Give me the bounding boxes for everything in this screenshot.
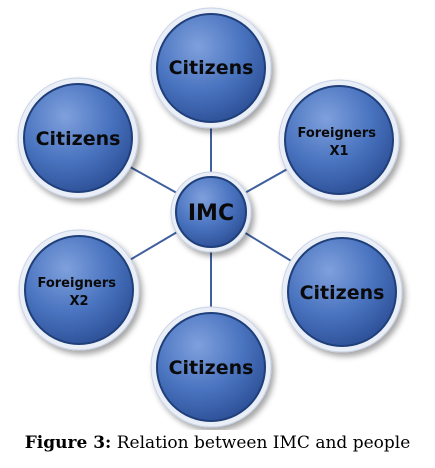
svg-text:Citizens: Citizens	[36, 128, 121, 150]
node-citizens-lower-right: Citizens	[281, 231, 403, 353]
node-foreigners-x1: Foreigners X1	[278, 79, 400, 201]
imc-relation-diagram: Citizens Foreigners X1 Citizens Citizens…	[17, 7, 403, 428]
node-label: Citizens	[300, 282, 385, 304]
caption-label: Figure 3:	[24, 433, 112, 453]
node-label: Foreigners	[297, 126, 376, 141]
svg-text:Citizens: Citizens	[169, 357, 254, 379]
caption-text: Relation between IMC and people	[111, 433, 411, 453]
node-foreigners-x2: Foreigners X2	[18, 229, 140, 351]
node-imc-center: IMC	[170, 171, 252, 253]
svg-text:Foreigners X2: Foreigners X2	[37, 276, 120, 309]
svg-text:IMC: IMC	[188, 201, 234, 226]
svg-text:Citizens: Citizens	[300, 282, 385, 304]
node-citizens-top: Citizens	[150, 7, 272, 129]
node-label: Citizens	[169, 57, 254, 79]
svg-text:Citizens: Citizens	[169, 57, 254, 79]
node-label: Foreigners	[37, 276, 116, 291]
svg-text:Foreigners X1: Foreigners X1	[297, 126, 380, 159]
node-label: X1	[329, 144, 348, 159]
node-citizens-upper-left: Citizens	[17, 77, 139, 199]
node-citizens-bottom: Citizens	[150, 306, 272, 428]
node-label: Citizens	[36, 128, 121, 150]
figure-caption: Figure 3: Relation between IMC and peopl…	[0, 433, 435, 453]
node-label: Citizens	[169, 357, 254, 379]
node-label: X2	[69, 294, 88, 309]
center-label: IMC	[188, 201, 234, 226]
